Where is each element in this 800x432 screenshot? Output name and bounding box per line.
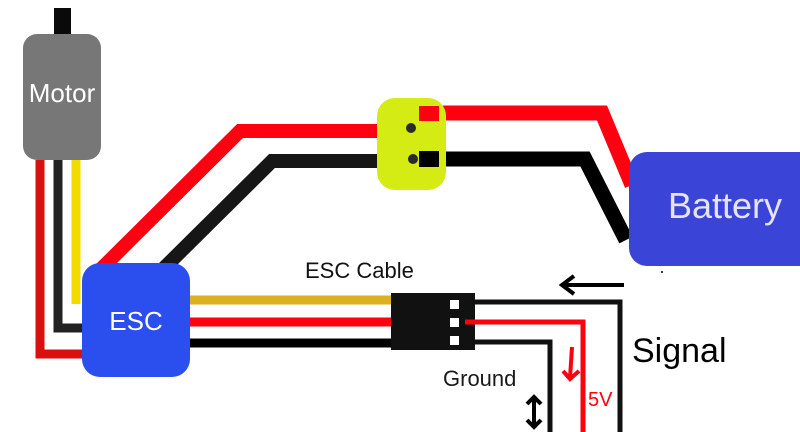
motor bbox=[23, 34, 101, 160]
servo-plug bbox=[391, 293, 475, 350]
ground-line bbox=[470, 339, 553, 432]
esc-cable-label: ESC Cable bbox=[305, 258, 414, 283]
battery-wire-black bbox=[419, 151, 633, 244]
arrow-down-icon bbox=[561, 346, 581, 382]
double-arrow-vertical-icon bbox=[525, 394, 543, 430]
esc bbox=[82, 263, 190, 377]
motor-shaft bbox=[54, 8, 71, 36]
motor-wire-black bbox=[53, 160, 84, 333]
arrow-left-icon bbox=[558, 274, 624, 296]
power-wire-black bbox=[157, 154, 380, 275]
stray-dot bbox=[661, 271, 663, 273]
connector-pin bbox=[406, 123, 416, 133]
battery bbox=[629, 152, 800, 266]
connector-pin bbox=[408, 154, 418, 164]
motor-label: Motor bbox=[29, 78, 96, 108]
signal-line bbox=[470, 299, 623, 432]
esc-label: ESC bbox=[109, 306, 162, 336]
plug-pin bbox=[450, 318, 459, 327]
battery-label: Battery bbox=[668, 185, 782, 226]
five-volt-label: 5V bbox=[588, 389, 613, 411]
plug-pin bbox=[450, 300, 459, 309]
connector-black-entry bbox=[419, 151, 439, 167]
ground-label: Ground bbox=[443, 366, 516, 391]
power-wire-red bbox=[95, 124, 380, 275]
motor-wire-red bbox=[35, 160, 84, 359]
signal-label: Signal bbox=[632, 332, 727, 370]
battery-wire-red bbox=[419, 105, 639, 188]
connector-red-entry bbox=[419, 106, 439, 121]
plug-pin bbox=[450, 336, 459, 345]
